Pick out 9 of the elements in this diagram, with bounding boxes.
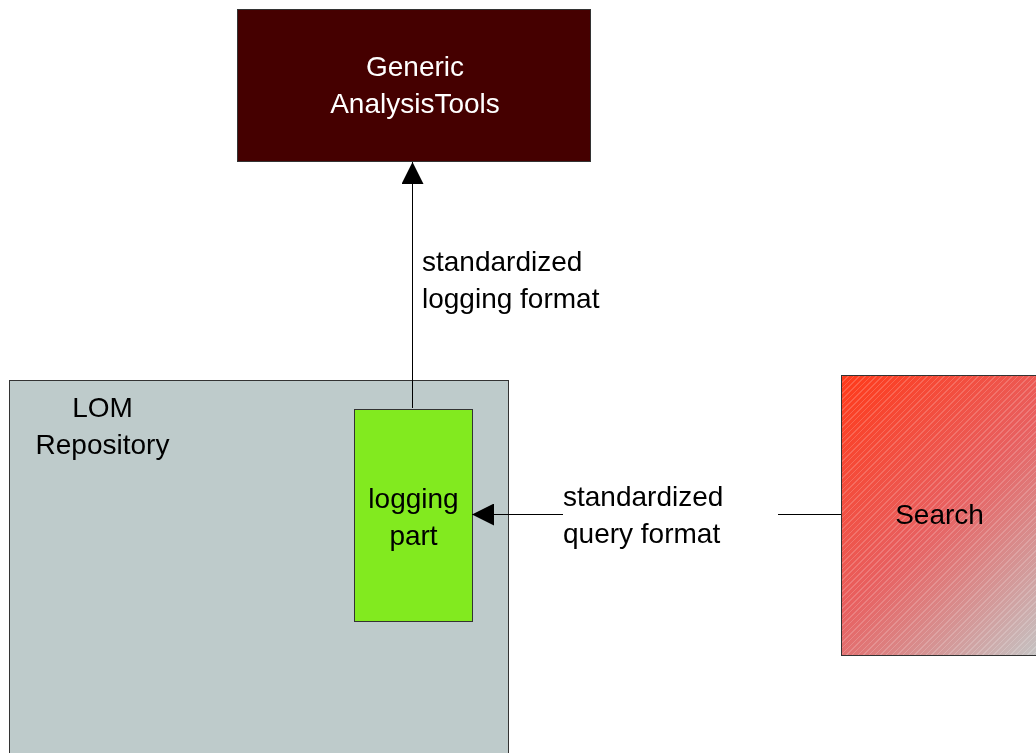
box-label: Generic AnalysisTools [329, 50, 501, 121]
search-box [841, 375, 1036, 656]
arrow [401, 161, 424, 409]
box-label: Search [894, 498, 985, 532]
logging-part-box [354, 409, 473, 622]
tool-box [237, 9, 591, 162]
repository-box [9, 380, 509, 753]
box-label: LOM Repository [34, 391, 171, 462]
box-label: logging part [367, 482, 460, 553]
